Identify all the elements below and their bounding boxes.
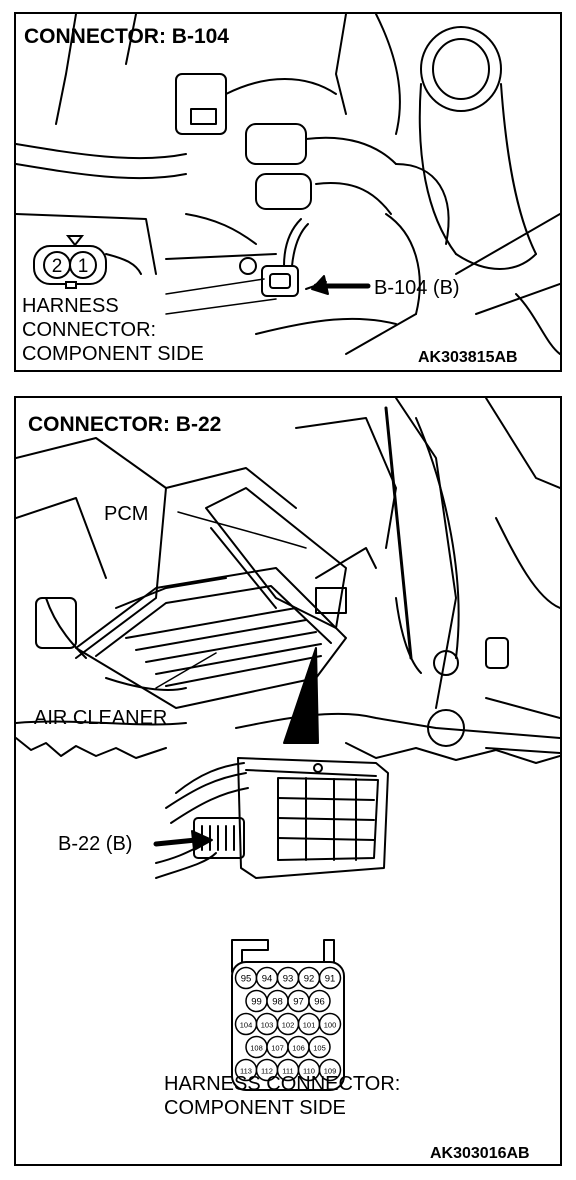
pin-number: 108 [250,1044,263,1053]
pin-number: 93 [283,974,294,985]
connector-b22-panel: 95 94 93 92 91 99 98 97 96 104 103 102 101 100 108 107 1… [14,396,562,1166]
pin-number: 100 [324,1021,337,1030]
pin-cavity [308,989,331,1013]
connector-callout: B-22 (B) [58,833,133,855]
figure-code: AK303815AB [418,349,518,366]
pin-number: 104 [240,1021,253,1030]
panel-title: CONNECTOR: B-104 [24,25,229,48]
panel-title: CONNECTOR: B-22 [28,413,222,436]
pin-2-label: 2 [52,256,63,277]
pin-number: 95 [241,974,252,985]
connector-callout: B-104 (B) [374,277,460,299]
pin-number: 94 [262,974,273,985]
pin-number: 92 [304,974,315,985]
pin-number: 97 [293,997,304,1008]
figure-code: AK303016AB [430,1145,530,1162]
harness-label-line-2: CONNECTOR: [22,319,157,341]
pin-number: 110 [303,1067,315,1076]
connector-b104-panel: 2 1 CONNECTOR: B-104 HARNESS CONNECTOR: … [14,12,562,372]
pin-number: 96 [314,997,325,1008]
air-cleaner-label: AIR CLEANER [34,707,168,729]
pin-cavity [308,1035,331,1059]
pin-number: 112 [261,1067,273,1076]
harness-label-line-2: COMPONENT SIDE [164,1097,346,1119]
pin-number: 103 [261,1021,274,1030]
pin-number: 99 [251,997,262,1008]
pin-1-label: 1 [78,256,89,277]
pin-number: 101 [303,1021,316,1030]
pcm-label: PCM [104,503,149,525]
pin-cavity [318,1012,342,1036]
pin-number: 111 [282,1067,293,1076]
pin-number: 113 [240,1067,252,1076]
pin-number: 105 [313,1044,326,1053]
pin-number: 98 [272,997,283,1008]
harness-label-line-1: HARNESS [22,295,119,317]
pin-number: 102 [282,1021,295,1030]
harness-label-line-3: COMPONENT SIDE [22,343,204,365]
pin-face-grid: 95 94 93 92 91 99 98 97 96 104 103 102 101 100 108 107 1… [234,964,342,1088]
harness-label-line-1: HARNESS CONNECTOR: [164,1073,401,1095]
pin-number: 109 [324,1067,337,1076]
pin-number: 107 [271,1044,284,1053]
pin-number: 106 [292,1044,305,1053]
pin-cavity [318,966,342,990]
two-pin-connector-symbol: 2 1 [33,235,107,289]
pin-number: 91 [325,974,336,985]
pin-face-svg: 95 94 93 92 91 99 98 97 96 104 103 102 101 100 108 107 1… [234,966,342,1082]
pin-cavity [318,1058,342,1082]
engine-bay-illustration-b104 [16,14,560,355]
